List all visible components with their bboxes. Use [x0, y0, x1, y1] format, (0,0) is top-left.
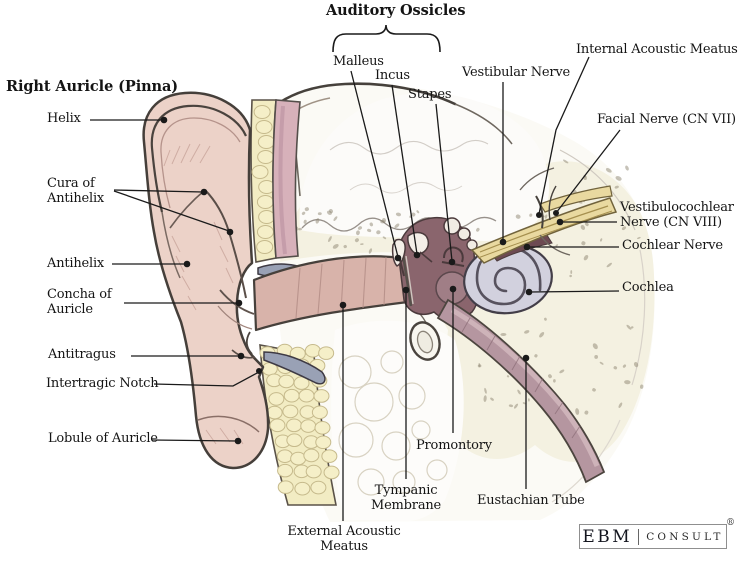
- leader-incus: [391, 84, 418, 255]
- label-eustachian-tube: Eustachian Tube: [477, 493, 585, 508]
- logo-divider: [638, 528, 640, 545]
- leader-internal-acoustic-meatus: [538, 56, 590, 215]
- soft-tissue-layers: [250, 99, 340, 506]
- title-right-auricle: Right Auricle (Pinna): [6, 78, 179, 95]
- leader-dots: [160, 116, 564, 445]
- label-cochlear-nerve: Cochlear Nerve: [622, 238, 723, 253]
- label-antitragus: Antitragus: [48, 347, 116, 362]
- label-antihelix: Antihelix: [47, 256, 105, 271]
- cartilage-strip-lower: [263, 351, 326, 385]
- title-auditory-ossicles: Auditory Ossicles: [326, 2, 466, 19]
- label-helix: Helix: [47, 111, 81, 126]
- label-internal-acoustic-meatus: Internal Acoustic Meatus: [576, 42, 738, 57]
- leader-cochlea: [529, 290, 620, 293]
- leader-stapes: [435, 103, 453, 262]
- label-stapes: Stapes: [408, 87, 452, 102]
- incus-shape: [407, 231, 430, 255]
- vestibulocochlear-nerve-bundle: [470, 167, 618, 264]
- label-malleus: Malleus: [333, 54, 384, 69]
- brace-auditory-ossicles: [332, 24, 441, 53]
- label-vestibular-nerve: Vestibular Nerve: [462, 65, 571, 80]
- leader-facial-nerve: [555, 129, 621, 214]
- leader-lines: [90, 24, 621, 521]
- leader-lobule: [151, 439, 238, 442]
- pinna: [142, 91, 270, 470]
- logo-consult-text: CONSULT: [646, 530, 724, 543]
- label-tympanic-membrane: Tympanic Membrane: [370, 483, 442, 514]
- logo-ebm-text: EBM: [582, 526, 633, 547]
- leader-cura-1: [113, 189, 204, 193]
- stapes-shape: [443, 246, 464, 263]
- ossicles: [391, 231, 465, 277]
- label-incus: Incus: [375, 68, 410, 83]
- temporal-bone-cross-section: [251, 82, 655, 522]
- facial-nerve-shape: [539, 185, 613, 213]
- tympanic-membrane-shape: [401, 253, 413, 307]
- fat-cell-texture: [251, 105, 276, 254]
- registered-trademark-icon: ®: [726, 518, 735, 528]
- label-facial-nerve: Facial Nerve (CN VII): [597, 112, 736, 127]
- label-concha-of-auricle: Concha of Auricle: [47, 287, 112, 318]
- label-cura-of-antihelix: Cura of Antihelix: [47, 176, 105, 207]
- label-cochlea: Cochlea: [622, 280, 674, 295]
- label-intertragic-notch: Intertragic Notch: [46, 376, 159, 391]
- mastoid-air-cells: [338, 350, 448, 496]
- leader-intertragic-notch: [153, 371, 260, 387]
- label-vestibulocochlear-nerve: Vestibulocochlear Nerve (CN VIII): [620, 200, 734, 231]
- label-lobule-of-auricle: Lobule of Auricle: [48, 431, 158, 446]
- middle-ear: [391, 216, 478, 321]
- leader-malleus: [350, 70, 399, 258]
- leader-cura-2: [113, 190, 230, 232]
- label-promontory: Promontory: [416, 438, 492, 453]
- label-external-acoustic-meatus: External Acoustic Meatus: [287, 524, 401, 555]
- eustachian-tube-shape: [436, 298, 606, 484]
- ebm-consult-logo: EBM CONSULT ®: [579, 518, 735, 549]
